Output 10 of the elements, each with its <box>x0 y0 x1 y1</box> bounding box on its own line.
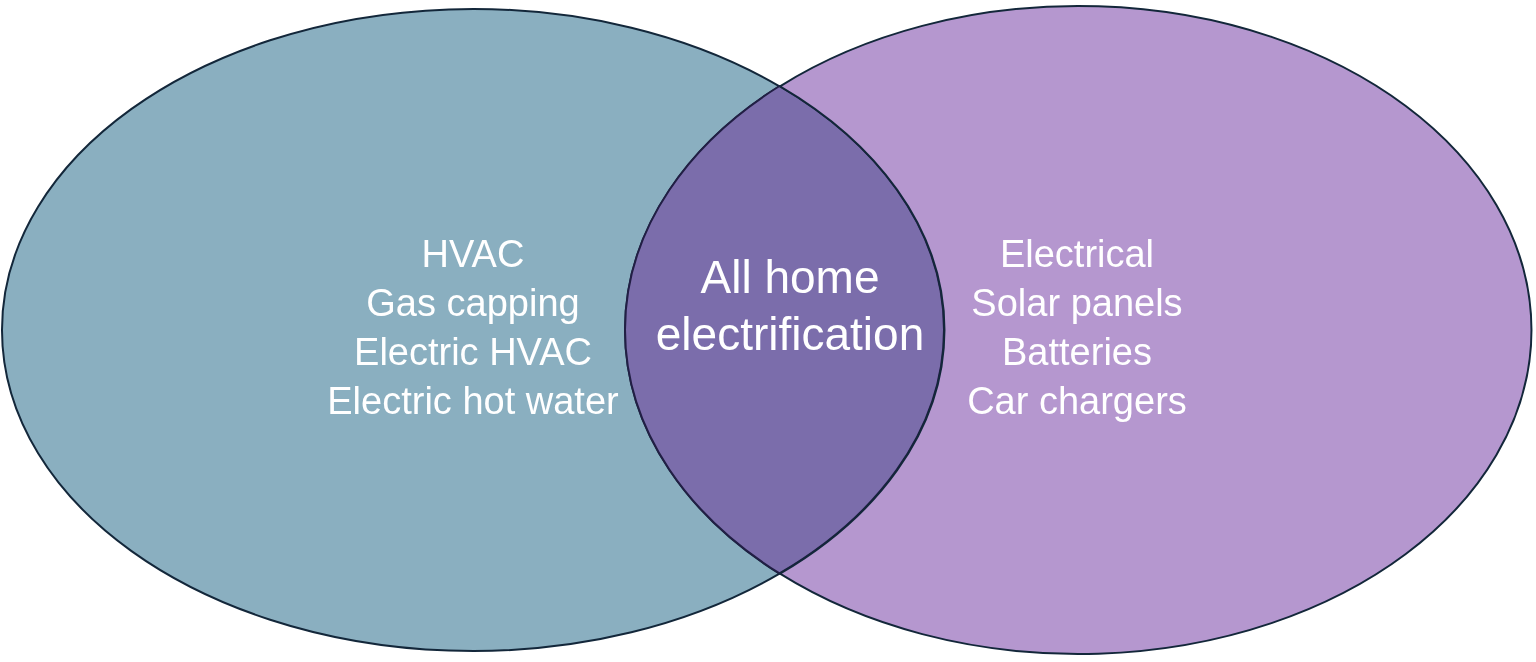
set-item-text: HVAC <box>421 232 525 277</box>
set-item-text: Electric HVAC <box>354 330 592 375</box>
set-item-text: Gas capping <box>366 281 580 326</box>
set-item-text: Electric hot water <box>327 379 619 424</box>
set-item-text: Electrical <box>999 232 1155 277</box>
set-item-text: Solar panels <box>971 281 1183 326</box>
set-item-text: Car chargers <box>967 379 1187 424</box>
venn-overlap-region <box>623 84 946 576</box>
set-item-text: Batteries <box>1002 330 1152 375</box>
overlap-text: All home electrification <box>654 250 926 362</box>
